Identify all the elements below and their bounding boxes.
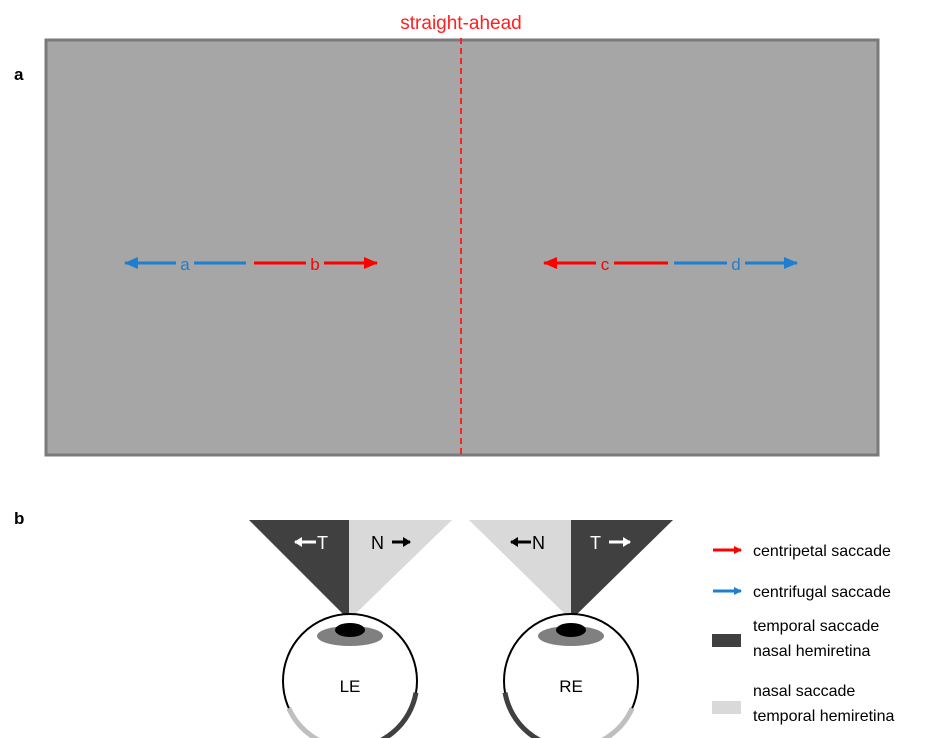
legend-nasal-line2: temporal hemiretina — [753, 708, 895, 725]
right-eyeball — [503, 613, 639, 738]
arrow-b-label: b — [310, 255, 319, 274]
right-eye-diagram: N T RE — [469, 520, 673, 738]
right-eye-nasal-label: N — [532, 533, 545, 553]
saccade-arrow-b: b — [254, 254, 378, 274]
left-eyeball — [282, 613, 418, 738]
legend: centripetal saccade centrifugal saccade … — [712, 543, 895, 725]
straight-ahead-label: straight-ahead — [400, 13, 521, 34]
right-eye-nasal-field — [469, 520, 571, 620]
left-eye-label: LE — [340, 677, 361, 696]
legend-temporal-line2: nasal hemiretina — [753, 643, 871, 660]
left-eye-pupil — [335, 623, 365, 637]
panel-a-label: a — [14, 65, 24, 84]
panel-b-label: b — [14, 509, 24, 528]
legend-nasal-swatch — [712, 701, 741, 714]
legend-centripetal-label: centripetal saccade — [753, 543, 891, 560]
left-eye-nasal-label: N — [371, 533, 384, 553]
legend-centrifugal-label: centrifugal saccade — [753, 584, 891, 601]
left-eye-light-hemiretina — [286, 707, 320, 738]
legend-temporal-swatch — [712, 634, 741, 647]
left-eye-diagram: T N LE — [249, 520, 452, 738]
left-eye-dark-hemiretina — [380, 692, 419, 738]
right-eye-dark-hemiretina — [502, 692, 541, 738]
saccade-arrow-d: d — [674, 254, 798, 274]
left-eye-temporal-label: T — [317, 533, 328, 553]
saccade-arrow-a: a — [124, 254, 246, 274]
right-eye-light-hemiretina — [601, 707, 635, 738]
right-eye-temporal-label: T — [590, 533, 601, 553]
arrow-c-label: c — [601, 255, 610, 274]
saccade-arrow-c: c — [543, 254, 668, 274]
left-eye-temporal-field — [249, 520, 349, 620]
legend-nasal-line1: nasal saccade — [753, 683, 855, 700]
arrow-d-label: d — [731, 255, 740, 274]
right-eye-pupil — [556, 623, 586, 637]
legend-temporal-line1: temporal saccade — [753, 618, 879, 635]
left-eye-nasal-field — [349, 520, 452, 620]
right-eye-temporal-field — [571, 520, 673, 620]
right-eye-label: RE — [559, 677, 583, 696]
arrow-a-label: a — [180, 255, 190, 274]
